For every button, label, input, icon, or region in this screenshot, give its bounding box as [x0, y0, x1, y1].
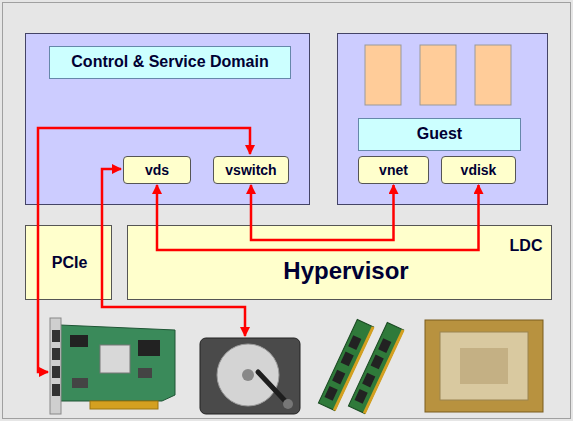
text-holder: LDC — [504, 234, 548, 258]
text-holder: vds — [124, 157, 190, 183]
label-band: Guest — [358, 118, 521, 151]
hypervisor-box: Hypervisor LDC — [127, 225, 552, 300]
text-holder: vnet — [359, 157, 428, 183]
drawing-part — [258, 372, 288, 404]
drawing-part — [440, 332, 528, 400]
box-label: vnet — [379, 162, 408, 178]
drawing-part — [420, 45, 456, 105]
drawing-part — [378, 338, 391, 353]
drawing-part — [52, 330, 60, 342]
domain-panel: Control & Service Domain vds vswitch — [25, 33, 310, 205]
drawing-part — [363, 329, 405, 414]
area-label: PCIe — [52, 254, 88, 272]
drawing-part — [475, 45, 511, 105]
drawing-part — [362, 373, 375, 388]
box-label: vswitch — [225, 162, 276, 178]
drawing-part — [138, 340, 160, 356]
area-label: LDC — [510, 237, 543, 255]
drawing-part — [60, 325, 175, 401]
drawing-part — [217, 344, 279, 406]
drawing-part — [325, 386, 338, 401]
drawing-part — [348, 335, 361, 350]
drawing-part — [90, 401, 158, 409]
drawing-part — [138, 368, 152, 378]
label-band: Control & Service Domain — [49, 46, 291, 79]
device-box: vdisk — [441, 156, 516, 184]
drawing-part — [365, 45, 401, 105]
drawing-part — [348, 323, 404, 414]
drawing-part — [100, 345, 130, 373]
frame — [3, 3, 571, 419]
drawing-part — [70, 335, 88, 347]
drawing-part — [341, 352, 354, 367]
area-label: Hypervisor — [283, 257, 408, 285]
drawing-part — [200, 338, 300, 414]
drawing-part — [72, 378, 88, 388]
box-label: vdisk — [461, 162, 497, 178]
drawing-part — [52, 366, 60, 378]
processor-chip — [425, 320, 543, 412]
service-box: vds — [123, 156, 191, 184]
text-holder: vswitch — [214, 157, 288, 183]
drawing-part — [460, 348, 508, 384]
drawing-part — [283, 399, 293, 409]
text-holder: Hypervisor — [246, 255, 446, 287]
drawing-part — [348, 323, 403, 414]
service-box: vswitch — [213, 156, 289, 184]
drawing-part — [355, 389, 368, 404]
domain-title: Control & Service Domain — [71, 53, 268, 71]
drawing-part — [50, 318, 61, 414]
drawing-part — [242, 369, 254, 381]
memory-modules — [318, 320, 404, 414]
workload-blocks — [365, 45, 511, 105]
drawing-part — [332, 370, 345, 385]
device-box: vnet — [358, 156, 429, 184]
drawing-part — [318, 320, 373, 411]
text-holder: vdisk — [442, 157, 515, 183]
hard-disk — [200, 338, 300, 414]
drawing-part — [52, 384, 60, 396]
drawing-part — [425, 320, 543, 412]
domain-title: Guest — [417, 125, 462, 143]
drawing-part — [371, 355, 384, 370]
network-card — [50, 318, 175, 414]
drawing-part — [52, 348, 60, 360]
box-label: vds — [145, 162, 169, 178]
